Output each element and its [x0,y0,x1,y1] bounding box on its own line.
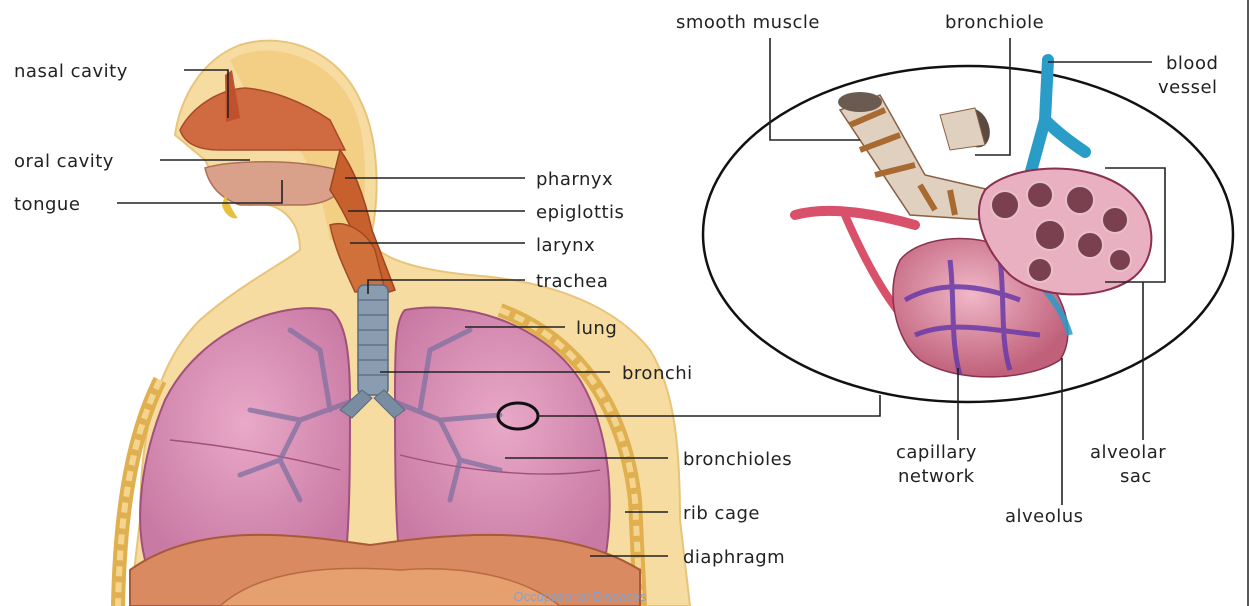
label-epiglottis: epiglottis [536,202,624,223]
footer-caption: Occupational Diseases [514,589,647,604]
label-bronchiole: bronchiole [945,12,1044,33]
label-larynx: larynx [536,235,595,256]
alveoli-inset [703,60,1233,402]
label-pharynx: pharnyx [536,169,613,190]
label-alveolar-sac-line2: sac [1120,466,1152,487]
label-trachea: trachea [536,271,608,292]
label-diaphragm: diaphragm [683,547,785,568]
label-bronchi: bronchi [622,363,693,384]
label-tongue: tongue [14,194,80,215]
label-bronchioles: bronchioles [683,449,792,470]
label-nasal-cavity: nasal cavity [14,61,128,82]
label-alveolar-sac-line1: alveolar [1090,442,1166,463]
label-oral-cavity: oral cavity [14,151,114,172]
label-capillary-network-line1: capillary [896,442,977,463]
label-smooth-muscle: smooth muscle [676,12,820,33]
label-blood-vessel-line1: blood [1166,53,1218,74]
label-rib-cage: rib cage [683,503,760,524]
label-capillary-network-line2: network [898,466,975,487]
label-blood-vessel-line2: vessel [1158,77,1218,98]
label-lung: lung [576,318,617,339]
label-alveolus: alveolus [1005,506,1084,527]
